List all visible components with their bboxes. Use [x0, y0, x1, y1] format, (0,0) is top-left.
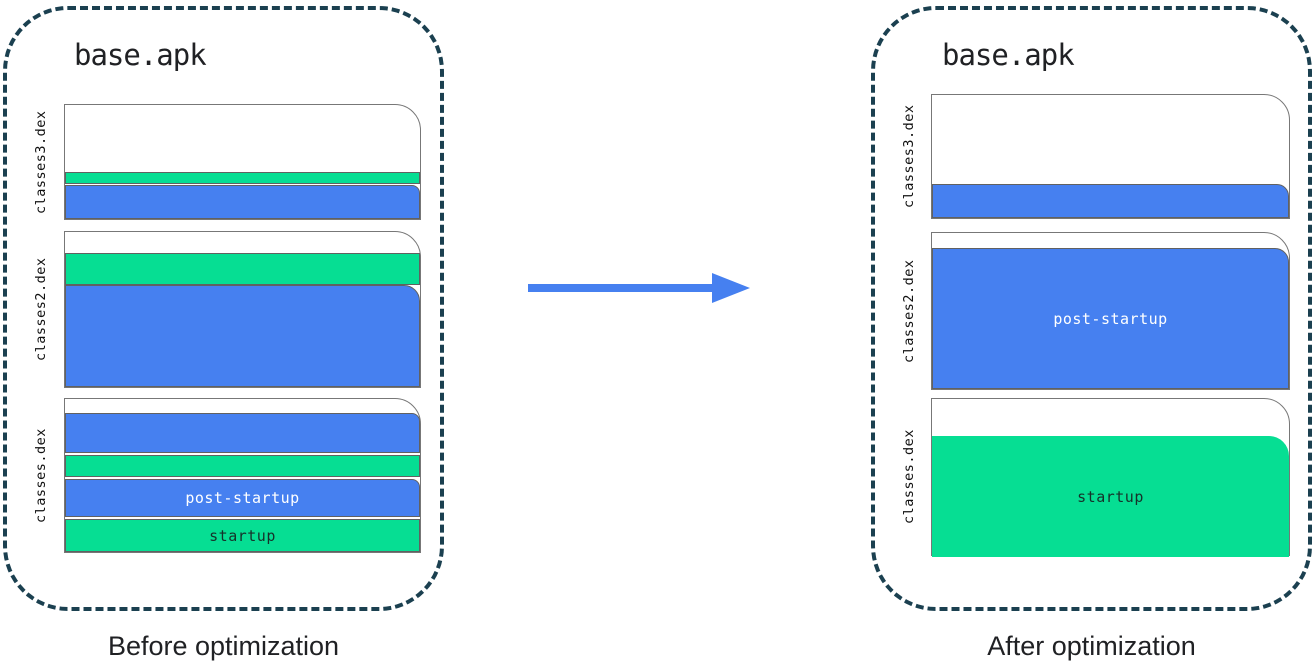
before-classes3-green-band — [65, 172, 420, 184]
before-classes2-green-band — [65, 253, 420, 285]
before-caption: Before optimization — [107, 631, 340, 661]
after-classes2-label: classes2.dex — [901, 259, 917, 363]
after-classes-label: classes.dex — [901, 429, 917, 525]
before-classes-file: post-startup startup — [64, 398, 421, 553]
after-caption: After optimization — [987, 631, 1196, 661]
before-classes3-file — [64, 104, 421, 220]
after-classes2-post-startup-band: post-startup — [932, 248, 1289, 389]
before-classes-blue-band-1 — [65, 413, 420, 453]
after-apk-title: base.apk — [942, 38, 1075, 72]
after-classes-file: startup — [931, 398, 1290, 557]
before-classes-post-startup-band: post-startup — [65, 479, 420, 517]
before-apk-title: base.apk — [74, 38, 207, 72]
after-classes2-file: post-startup — [931, 232, 1290, 390]
after-classes3-label: classes3.dex — [901, 104, 917, 209]
before-classes-startup-band: startup — [65, 519, 420, 552]
before-classes2-file — [64, 231, 421, 388]
before-classes-label: classes.dex — [33, 428, 49, 523]
before-classes3-label: classes3.dex — [33, 110, 49, 214]
before-classes2-label: classes2.dex — [33, 257, 49, 362]
before-classes-green-band-1 — [65, 455, 420, 477]
after-classes3-blue-band — [932, 184, 1289, 218]
after-classes3-file — [931, 94, 1290, 219]
after-classes-startup-band: startup — [932, 436, 1289, 557]
before-classes2-blue-band — [65, 285, 420, 387]
arrow-right-icon — [528, 273, 750, 303]
before-apk-container — [3, 6, 444, 611]
after-apk-container — [871, 6, 1312, 611]
before-classes3-blue-band — [65, 185, 420, 219]
